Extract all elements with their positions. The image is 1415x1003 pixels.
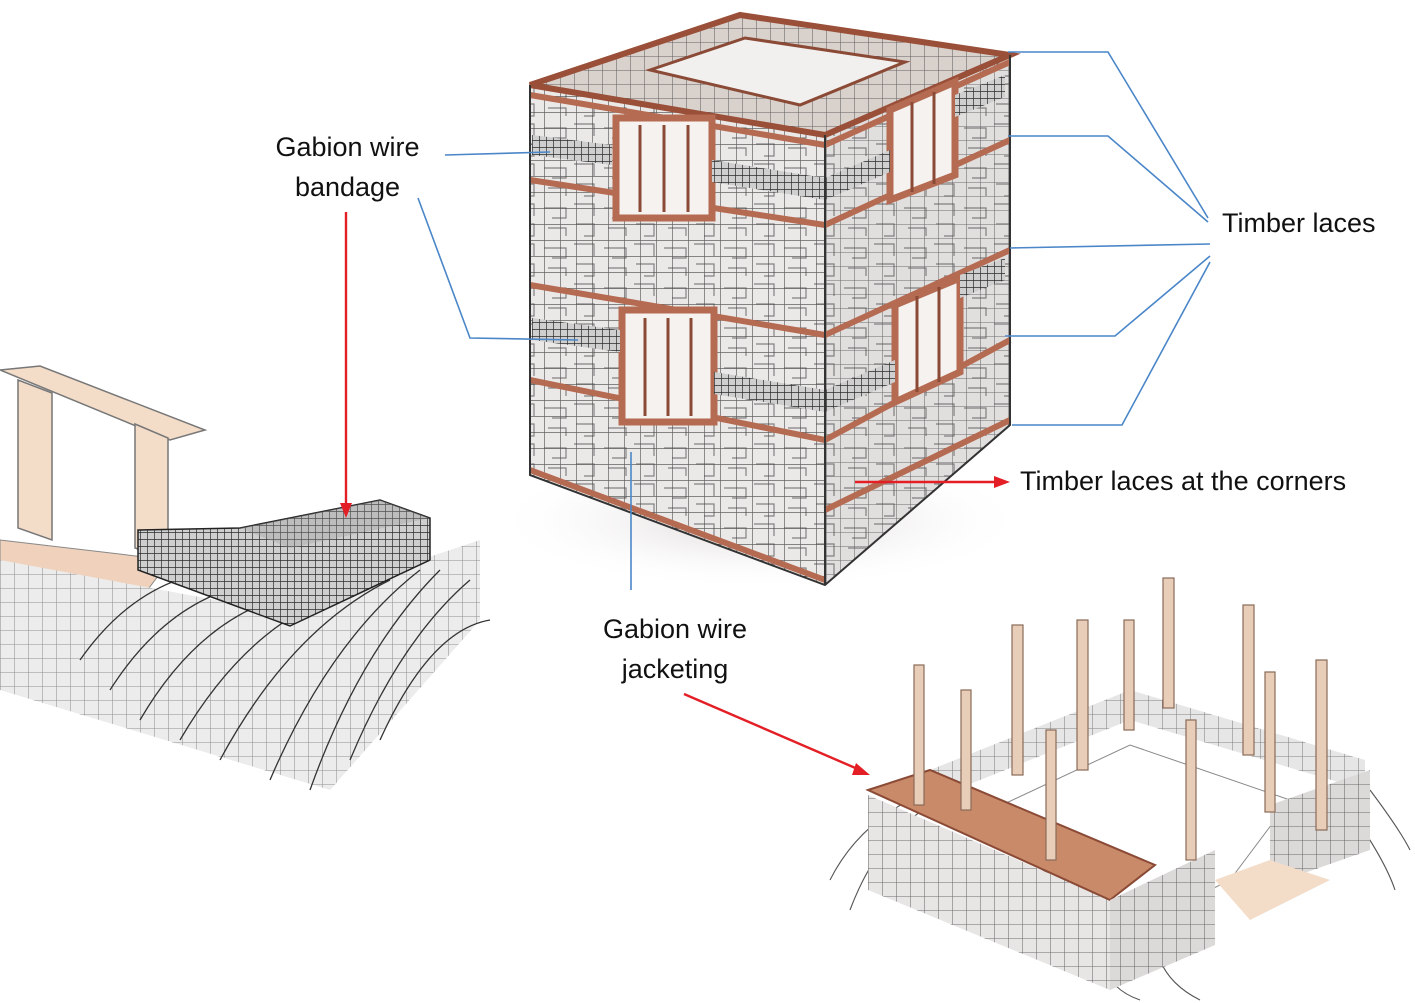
- tower-bandages: [532, 75, 1005, 412]
- leader-lines: [417, 51, 1211, 590]
- bandage-block: [137, 499, 431, 627]
- label-bandage-line2: bandage: [294, 172, 401, 202]
- leader-bandage-upper: [444, 151, 551, 156]
- bandage-detail: [0, 365, 491, 791]
- leader-lace-3: [1009, 243, 1211, 249]
- red-arrows: [340, 212, 1010, 775]
- leader-lace-5: [1012, 261, 1211, 426]
- label-gabion-wire-bandage: Gabion wire bandage: [255, 127, 440, 207]
- label-jacketing-line2: jacketing: [621, 654, 729, 684]
- label-timber-laces-corners: Timber laces at the corners: [1020, 466, 1347, 496]
- leader-lace-2: [1008, 135, 1209, 223]
- tower-courtyard: [644, 36, 911, 107]
- leader-lace-4: [1005, 255, 1211, 337]
- label-gabion-wire-jacketing: Gabion wire jacketing: [575, 609, 775, 689]
- label-jacketing-line1: Gabion wire: [602, 614, 748, 644]
- leader-lace-1: [1008, 51, 1209, 219]
- jacketing-detail: [829, 577, 1411, 1001]
- tower: [490, 11, 1030, 590]
- arrow-jacketing: [683, 692, 861, 772]
- label-timber-laces: Timber laces: [1222, 208, 1376, 238]
- tower-windows: [612, 76, 964, 426]
- leader-bandage-lower: [417, 197, 579, 341]
- posts: [913, 577, 1328, 861]
- label-bandage-line1: Gabion wire: [275, 132, 420, 162]
